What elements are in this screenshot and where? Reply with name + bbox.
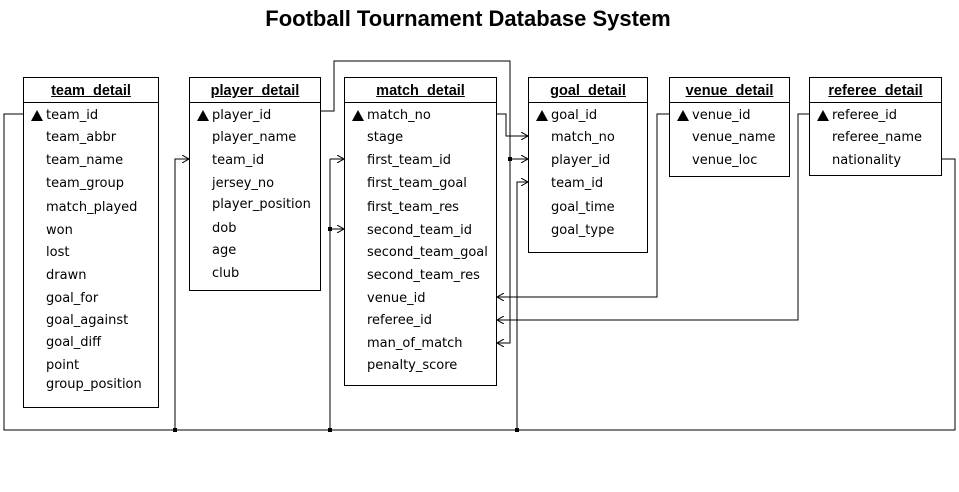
entity-match-detail: match_detail match_no stage first_team_i…	[344, 77, 497, 386]
diagram-title: Football Tournament Database System	[265, 6, 671, 31]
entity-goal-detail: goal_detail goal_id match_no player_id t…	[528, 77, 648, 253]
fk-match-teams	[329, 228, 344, 430]
junction-dot	[328, 227, 332, 231]
primary-key-icon	[31, 110, 43, 121]
entity-match-detail-name: match_detail	[345, 78, 496, 103]
fk-team-bus	[3, 113, 956, 431]
junction-dot	[328, 428, 332, 432]
junction-dot	[508, 157, 512, 161]
primary-key-icon	[197, 110, 209, 121]
primary-key-icon	[817, 110, 829, 121]
entity-team-detail-name: team_detail	[24, 78, 158, 103]
entity-venue-detail: venue_detail venue_id venue_name venue_l…	[669, 77, 790, 177]
entity-venue-detail-name: venue_detail	[670, 78, 789, 103]
entity-referee-detail: referee_detail referee_id referee_name n…	[809, 77, 942, 176]
primary-key-icon	[352, 110, 364, 121]
fk-player-team	[174, 159, 189, 430]
fk-match-man-of-match	[497, 159, 511, 343]
entity-player-detail: player_detail player_id player_name team…	[189, 77, 321, 291]
fk-match-referee	[497, 113, 809, 320]
junction-dot	[515, 428, 519, 432]
junction-dot	[173, 428, 177, 432]
fk-match-venue	[497, 113, 669, 297]
fk-goal-team	[516, 182, 528, 430]
fk-goal-player	[321, 60, 528, 159]
primary-key-icon	[677, 110, 689, 121]
entity-player-detail-name: player_detail	[190, 78, 320, 103]
entity-goal-detail-name: goal_detail	[529, 78, 647, 103]
entity-referee-detail-name: referee_detail	[810, 78, 941, 103]
fk-goal-match	[497, 113, 528, 136]
primary-key-icon	[536, 110, 548, 121]
entity-team-detail: team_detail team_id team_abbr team_name …	[23, 77, 159, 408]
